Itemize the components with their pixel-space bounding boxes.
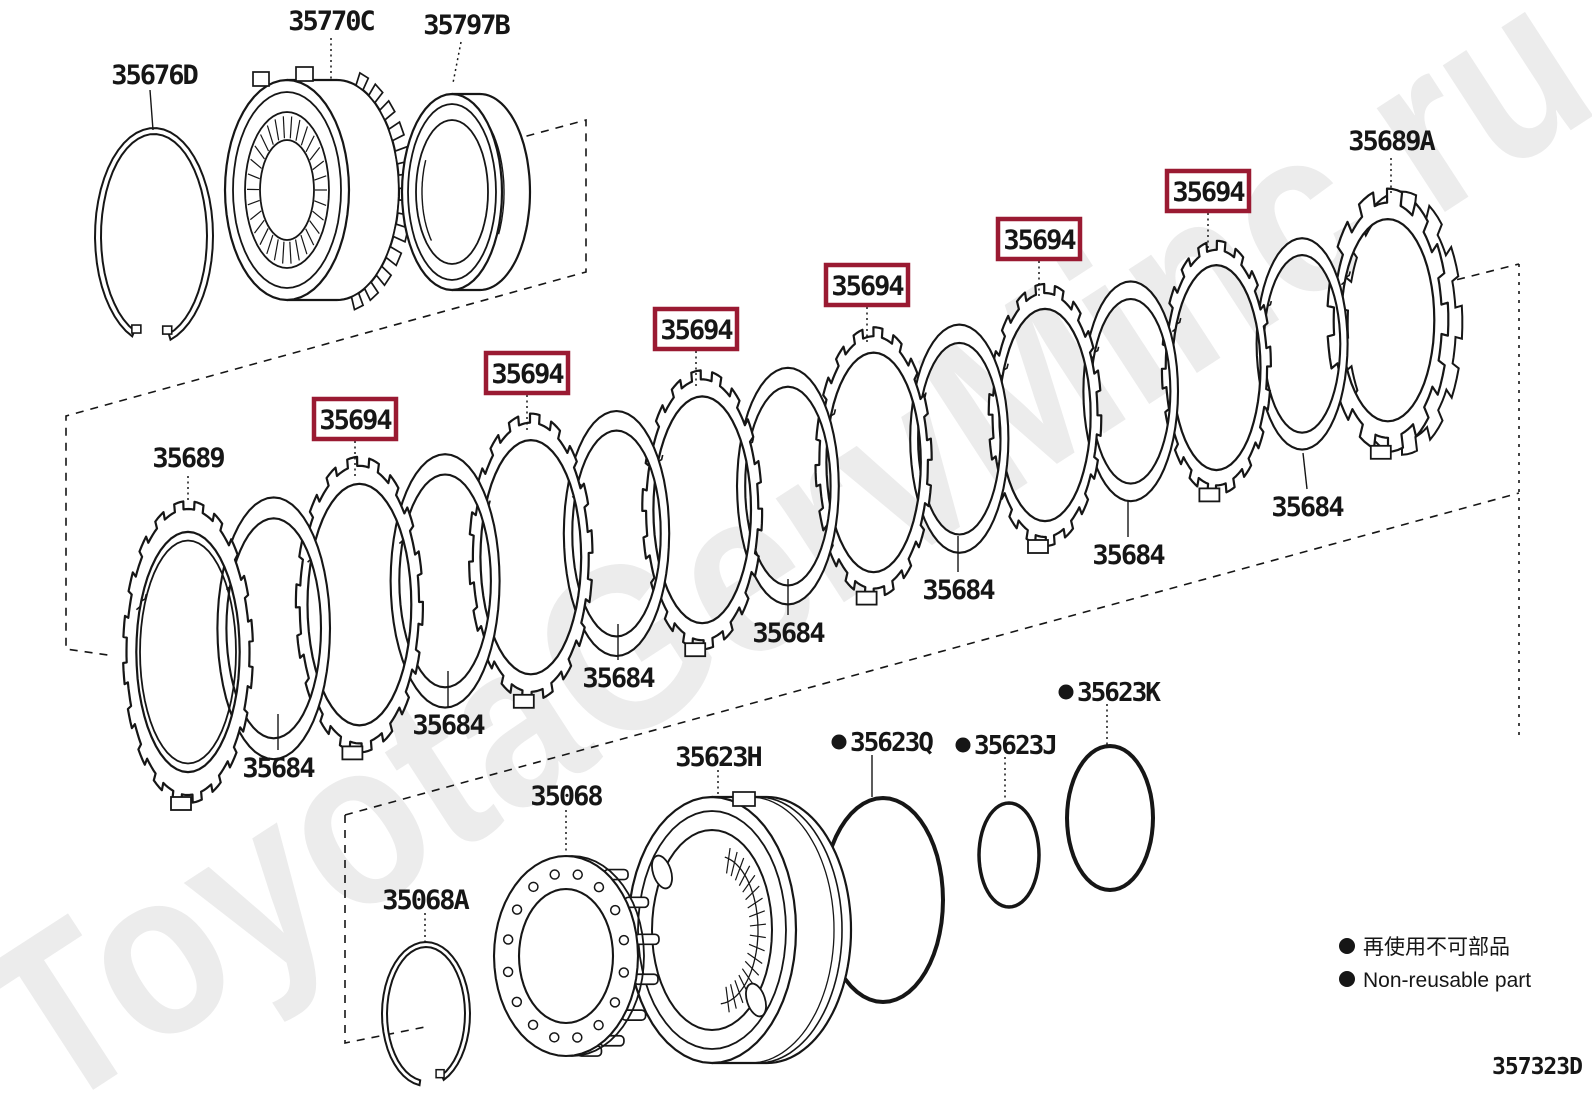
callout-spring-plate: 35068 bbox=[530, 781, 602, 812]
callout-plate: 35684 bbox=[582, 663, 655, 694]
race-35797B bbox=[400, 92, 532, 292]
svg-text:35694: 35694 bbox=[491, 359, 564, 390]
callout-oring-small: 35623J bbox=[974, 731, 1056, 761]
callout-clutch-drum: 35770C bbox=[288, 6, 374, 37]
clutch-drum-35770C bbox=[223, 66, 413, 311]
legend-en: Non-reusable part bbox=[1363, 969, 1531, 992]
highlighted-callout-disc[interactable]: 35694 bbox=[311, 396, 399, 479]
callout-race: 35797B bbox=[423, 10, 510, 41]
piston-drum-35623H bbox=[626, 791, 853, 1065]
non-reusable-bullet-icon bbox=[955, 737, 971, 753]
svg-text:35694: 35694 bbox=[319, 405, 392, 436]
oring-35623J bbox=[977, 801, 1041, 909]
oring-35623K bbox=[1064, 743, 1156, 893]
highlighted-callout-disc[interactable]: 35694 bbox=[483, 350, 571, 433]
diagram-code: 357323D bbox=[1492, 1054, 1582, 1080]
callout-oring-large: 35623Q bbox=[850, 728, 933, 758]
non-reusable-bullet-icon bbox=[1058, 684, 1074, 700]
non-reusable-bullet-icon bbox=[1339, 938, 1355, 954]
snap-ring-35676D bbox=[93, 127, 215, 342]
highlighted-callout-disc[interactable]: 35694 bbox=[652, 306, 740, 389]
callout-plate: 35684 bbox=[1271, 492, 1344, 523]
leader-lines bbox=[149, 38, 1392, 942]
non-reusable-bullet-icon bbox=[1339, 971, 1355, 987]
callout-front-flange: 35689 bbox=[152, 443, 224, 474]
rear-flange-ring-35689A bbox=[1326, 187, 1464, 460]
callout-rear-flange: 35689A bbox=[1348, 126, 1435, 157]
callout-snap-ring: 35676D bbox=[111, 60, 198, 91]
highlighted-callout-disc[interactable]: 35694 bbox=[823, 262, 911, 345]
callout-plate: 35684 bbox=[1092, 540, 1165, 571]
highlighted-callout-disc[interactable]: 35694 bbox=[995, 216, 1083, 299]
callout-plate: 35684 bbox=[242, 753, 315, 784]
front-flange-ring-35689 bbox=[122, 500, 254, 811]
assembly-plane-dashes bbox=[65, 118, 1520, 1044]
callout-plate: 35684 bbox=[412, 710, 485, 741]
highlighted-callout-disc[interactable]: 35694 bbox=[1164, 168, 1252, 251]
parts-artwork bbox=[93, 66, 1464, 1087]
brake-disc-ring-35694 bbox=[294, 455, 424, 761]
legend-jp: 再使用不可部品 bbox=[1363, 936, 1510, 959]
spring-plate-35068 bbox=[492, 854, 660, 1058]
svg-text:35694: 35694 bbox=[660, 315, 733, 346]
callout-lower-snap-ring: 35068A bbox=[382, 885, 469, 916]
snap-ring-35068A bbox=[380, 940, 472, 1087]
callout-piston-drum: 35623H bbox=[675, 742, 761, 773]
non-reusable-bullet-icon bbox=[831, 734, 847, 750]
svg-text:35694: 35694 bbox=[831, 271, 904, 302]
callout-plate: 35684 bbox=[752, 618, 825, 649]
svg-text:35694: 35694 bbox=[1172, 177, 1245, 208]
legend: 再使用不可部品 Non-reusable part bbox=[1339, 936, 1531, 992]
brake-disc-ring-35694 bbox=[814, 326, 933, 606]
callout-oring-mid: 35623K bbox=[1077, 678, 1161, 708]
svg-text:35694: 35694 bbox=[1003, 225, 1076, 256]
callout-plate: 35684 bbox=[922, 575, 995, 606]
callout-labels: 35676D 35770C 35797B 35689 35689A 35684 … bbox=[111, 6, 1437, 916]
